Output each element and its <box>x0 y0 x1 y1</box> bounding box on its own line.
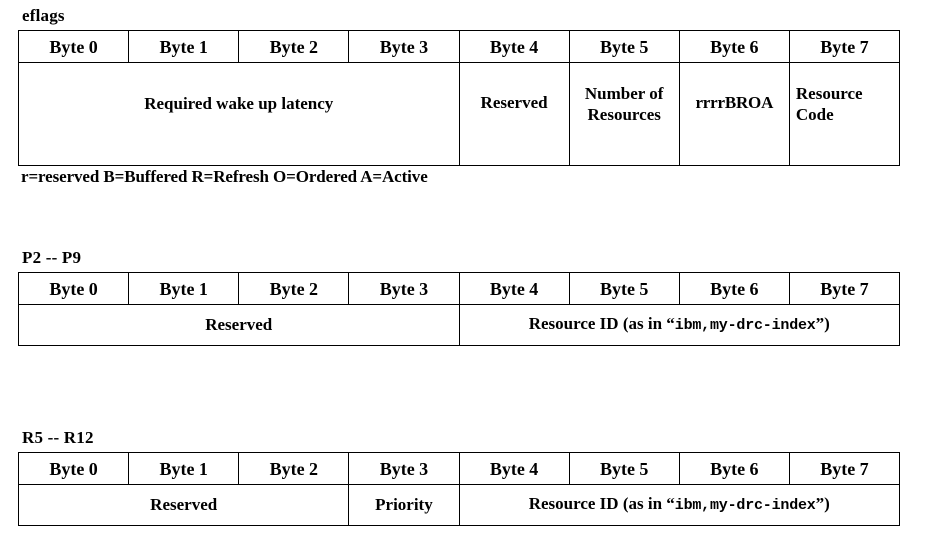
field-reserved: Reserved <box>17 484 350 526</box>
field-resource-id-property: ibm,my-drc-index <box>674 497 816 514</box>
table-row-header: Byte 0 Byte 1 Byte 2 Byte 3 Byte 4 Byte … <box>17 272 901 305</box>
byte-table-r5-r12: Byte 0 Byte 1 Byte 2 Byte 3 Byte 4 Byte … <box>17 452 901 526</box>
byte-header-6: Byte 6 <box>678 272 790 305</box>
byte-header-2: Byte 2 <box>238 452 350 485</box>
field-resource-id: Resource ID (as in “ibm,my-drc-index”) <box>458 304 900 346</box>
byte-header-3: Byte 3 <box>348 272 460 305</box>
section-r5-r12: R5 -- R12 Byte 0 Byte 1 Byte 2 Byte 3 By… <box>17 428 901 526</box>
byte-header-7: Byte 7 <box>788 30 901 63</box>
field-resource-id: Resource ID (as in “ibm,my-drc-index”) <box>458 484 900 526</box>
section-label-eflags: eflags <box>22 6 65 25</box>
field-number-of-resources-line1: Number of <box>584 84 664 103</box>
byte-header-1: Byte 1 <box>128 30 240 63</box>
byte-header-0: Byte 0 <box>17 452 130 485</box>
byte-header-1: Byte 1 <box>128 272 240 305</box>
field-resource-code-line1: Resource <box>795 84 863 103</box>
byte-header-4: Byte 4 <box>458 272 570 305</box>
byte-header-0: Byte 0 <box>17 272 130 305</box>
field-reserved: Reserved <box>458 62 570 166</box>
byte-table-eflags: Byte 0 Byte 1 Byte 2 Byte 3 Byte 4 Byte … <box>17 30 901 166</box>
field-priority: Priority <box>348 484 460 526</box>
byte-header-5: Byte 5 <box>568 272 680 305</box>
field-resource-id-suffix: ”) <box>815 494 830 513</box>
field-resource-id-suffix: ”) <box>815 314 830 333</box>
field-required-wake-up-latency: Required wake up latency <box>18 62 460 166</box>
byte-header-4: Byte 4 <box>458 452 570 485</box>
field-number-of-resources: Number of Resources <box>568 62 680 166</box>
flag-legend: r=reserved B=Buffered R=Refresh O=Ordere… <box>21 167 428 186</box>
byte-header-2: Byte 2 <box>238 272 350 305</box>
byte-header-3: Byte 3 <box>348 452 460 485</box>
field-resource-id-property: ibm,my-drc-index <box>674 317 816 334</box>
byte-table-p2-p9: Byte 0 Byte 1 Byte 2 Byte 3 Byte 4 Byte … <box>17 272 901 346</box>
byte-header-7: Byte 7 <box>788 272 901 305</box>
byte-header-1: Byte 1 <box>128 452 240 485</box>
section-label-r5-r12: R5 -- R12 <box>22 428 94 447</box>
field-resource-code: Resource Code <box>788 62 901 166</box>
field-resource-id-prefix: Resource ID (as in “ <box>528 494 675 513</box>
section-eflags: eflags Byte 0 Byte 1 Byte 2 Byte 3 Byte … <box>17 6 901 187</box>
table-row-header: Byte 0 Byte 1 Byte 2 Byte 3 Byte 4 Byte … <box>17 452 901 485</box>
byte-header-0: Byte 0 <box>17 30 130 63</box>
byte-header-2: Byte 2 <box>238 30 350 63</box>
section-label-p2-p9: P2 -- P9 <box>22 248 82 267</box>
field-flag-bits: rrrrBROA <box>678 62 790 166</box>
byte-header-4: Byte 4 <box>458 30 570 63</box>
byte-header-3: Byte 3 <box>348 30 460 63</box>
byte-header-5: Byte 5 <box>568 30 680 63</box>
table-row-header: Byte 0 Byte 1 Byte 2 Byte 3 Byte 4 Byte … <box>17 30 901 63</box>
section-p2-p9: P2 -- P9 Byte 0 Byte 1 Byte 2 Byte 3 Byt… <box>17 248 901 346</box>
field-resource-code-line2: Code <box>795 105 834 124</box>
field-number-of-resources-line2: Resources <box>587 105 661 124</box>
table-row-body: Reserved Resource ID (as in “ibm,my-drc-… <box>18 304 900 346</box>
byte-header-6: Byte 6 <box>678 452 790 485</box>
table-row-body: Required wake up latency Reserved Number… <box>18 62 901 166</box>
byte-header-5: Byte 5 <box>568 452 680 485</box>
byte-header-6: Byte 6 <box>678 30 790 63</box>
field-resource-id-prefix: Resource ID (as in “ <box>528 314 675 333</box>
byte-header-7: Byte 7 <box>788 452 901 485</box>
field-reserved: Reserved <box>18 304 460 346</box>
table-row-body: Reserved Priority Resource ID (as in “ib… <box>17 484 900 526</box>
